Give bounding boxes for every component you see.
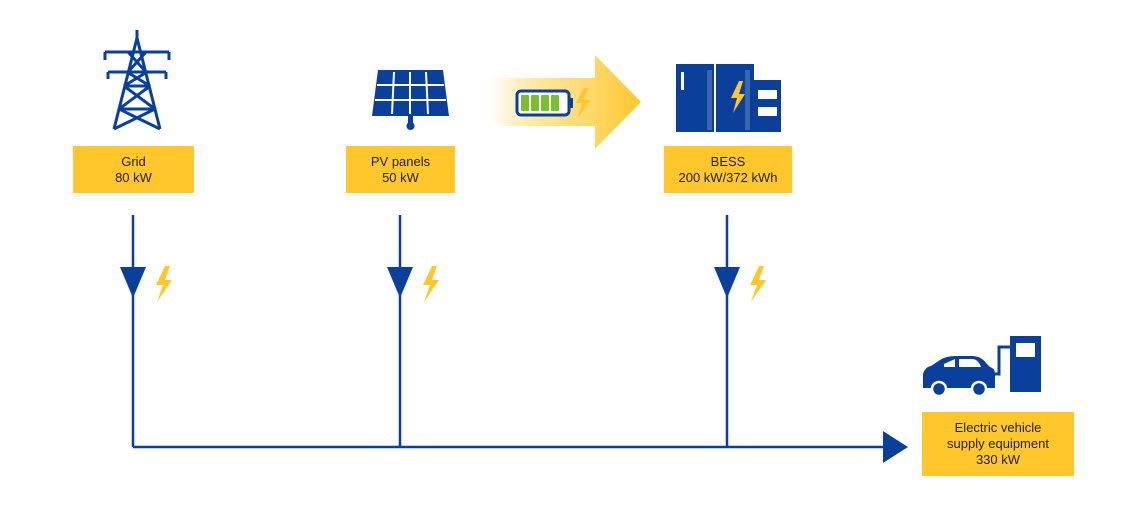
grid-value: 80 kW: [115, 169, 152, 185]
solar-panel-icon: [372, 70, 449, 130]
ev-charging-icon: [923, 336, 1041, 398]
evse-name-line2: supply equipment: [947, 436, 1049, 451]
battery-charging-arrow-icon: [490, 55, 641, 149]
transmission-tower-icon: [103, 30, 171, 131]
bess-label: BESS 200 kW/372 kWh: [664, 146, 792, 193]
grid-label: Grid 80 kW: [73, 146, 194, 193]
grid-name: Grid: [121, 153, 146, 169]
evse-label: Electric vehicle supply equipment 330 kW: [922, 412, 1074, 476]
pv-name: PV panels: [370, 153, 431, 169]
right-arrow-icon: [883, 431, 908, 463]
down-arrow-icon: [120, 267, 740, 298]
bess-value: 200 kW/372 kWh: [678, 169, 778, 185]
bess-name: BESS: [710, 153, 746, 169]
evse-value: 330 kW: [975, 452, 1021, 467]
pv-label: PV panels 50 kW: [346, 146, 455, 193]
lightning-bolt-icon: [156, 266, 766, 302]
pv-value: 50 kW: [382, 169, 419, 185]
evse-name-line1: Electric vehicle: [954, 420, 1042, 435]
flow-lines: [131, 215, 886, 449]
battery-storage-cabinet-icon: [676, 64, 781, 132]
